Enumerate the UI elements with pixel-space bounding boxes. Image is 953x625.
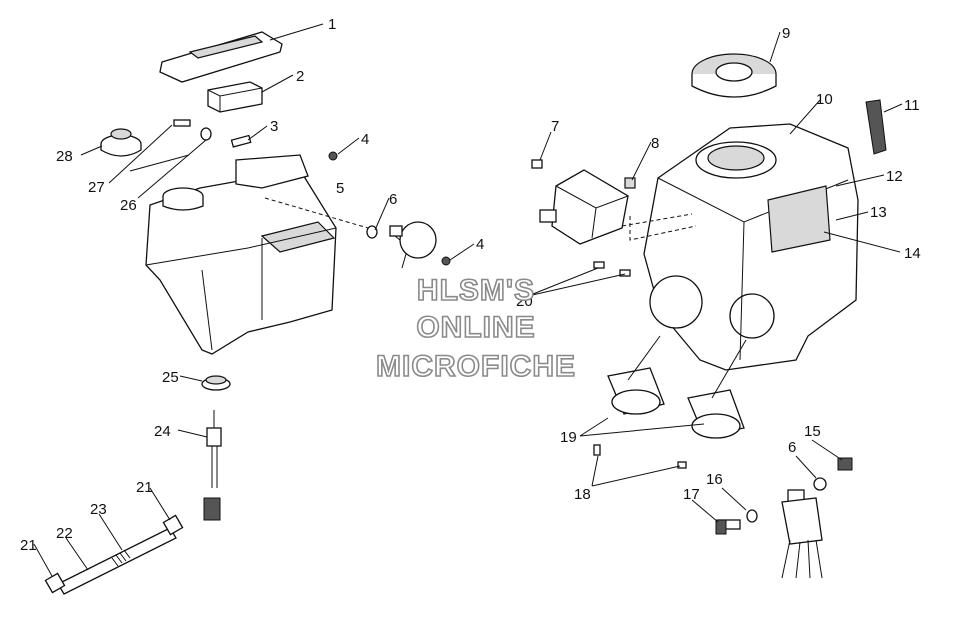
callout-13: 13 — [870, 204, 887, 221]
callout-7: 7 — [551, 118, 559, 135]
screw-7-part — [531, 159, 543, 169]
callout-25: 25 — [162, 369, 179, 386]
filler-cap-28-part — [100, 128, 142, 157]
watermark-line-3: MICROFICHE — [376, 350, 576, 383]
nut-8-part — [624, 177, 636, 189]
callout-26: 26 — [120, 197, 137, 214]
callout-17: 17 — [683, 486, 700, 503]
watermark-line-2: ONLINE — [416, 311, 535, 344]
callout-20: 20 — [516, 293, 533, 310]
callout-11: 11 — [904, 97, 920, 114]
grommet-25-part — [201, 375, 231, 391]
bolt-17-part — [715, 519, 741, 535]
sensor-24-part — [203, 410, 222, 521]
callout-5: 5 — [336, 180, 344, 197]
callout-8: 8 — [651, 135, 659, 152]
washer-16-part — [746, 509, 758, 523]
callout-28: 28 — [56, 148, 73, 165]
battery-cover-part — [159, 31, 283, 83]
screws-20-part — [593, 261, 631, 277]
bolt-15-part — [837, 457, 853, 471]
callout-14: 14 — [904, 245, 921, 262]
callout-22: 22 — [56, 525, 73, 542]
callout-3: 3 — [270, 118, 278, 135]
bolt-27-part — [173, 119, 212, 141]
callout-6b: 6 — [788, 439, 796, 456]
callout-4b: 4 — [476, 236, 484, 253]
airbox-part — [643, 123, 859, 371]
callout-10: 10 — [816, 91, 833, 108]
callout-27: 27 — [88, 179, 105, 196]
callout-15: 15 — [804, 423, 821, 440]
leader-lines — [33, 23, 903, 577]
callout-6a: 6 — [389, 191, 397, 208]
callout-9: 9 — [782, 25, 790, 42]
callout-23: 23 — [90, 501, 107, 518]
cdi-box-part — [539, 169, 629, 245]
callout-21b: 21 — [20, 537, 37, 554]
callout-12: 12 — [886, 168, 903, 185]
callout-2: 2 — [296, 68, 304, 85]
nut-4a-part — [328, 151, 338, 161]
watermark: HLSM'S ONLINE MICROFICHE — [375, 273, 576, 384]
harness-part — [781, 489, 823, 579]
callout-4a: 4 — [361, 131, 369, 148]
screw-3-part — [230, 134, 252, 148]
fuse-block-part — [207, 81, 263, 113]
clip-11-part — [865, 99, 887, 155]
watermark-line-1: HLSM'S — [417, 274, 535, 307]
relay-part — [389, 221, 437, 269]
callout-21a: 21 — [136, 479, 153, 496]
boot-19b-part — [687, 389, 745, 439]
screws-18-part — [593, 444, 687, 469]
callout-18: 18 — [574, 486, 591, 503]
callout-16: 16 — [706, 471, 723, 488]
callout-labels: 1 2 3 4 5 6 4 7 8 9 10 11 12 13 14 15 6 … — [20, 16, 921, 554]
callout-19: 19 — [560, 429, 577, 446]
foam-filter-9-part — [691, 53, 777, 98]
oil-line-part — [44, 514, 184, 595]
nut-4b-part — [441, 256, 451, 266]
washer-6b-part — [813, 477, 827, 491]
callout-1: 1 — [328, 16, 336, 33]
callout-24: 24 — [154, 423, 171, 440]
washer-6a-part — [366, 225, 378, 239]
boot-19a-part — [607, 367, 665, 415]
oil-tank-part — [145, 154, 337, 355]
